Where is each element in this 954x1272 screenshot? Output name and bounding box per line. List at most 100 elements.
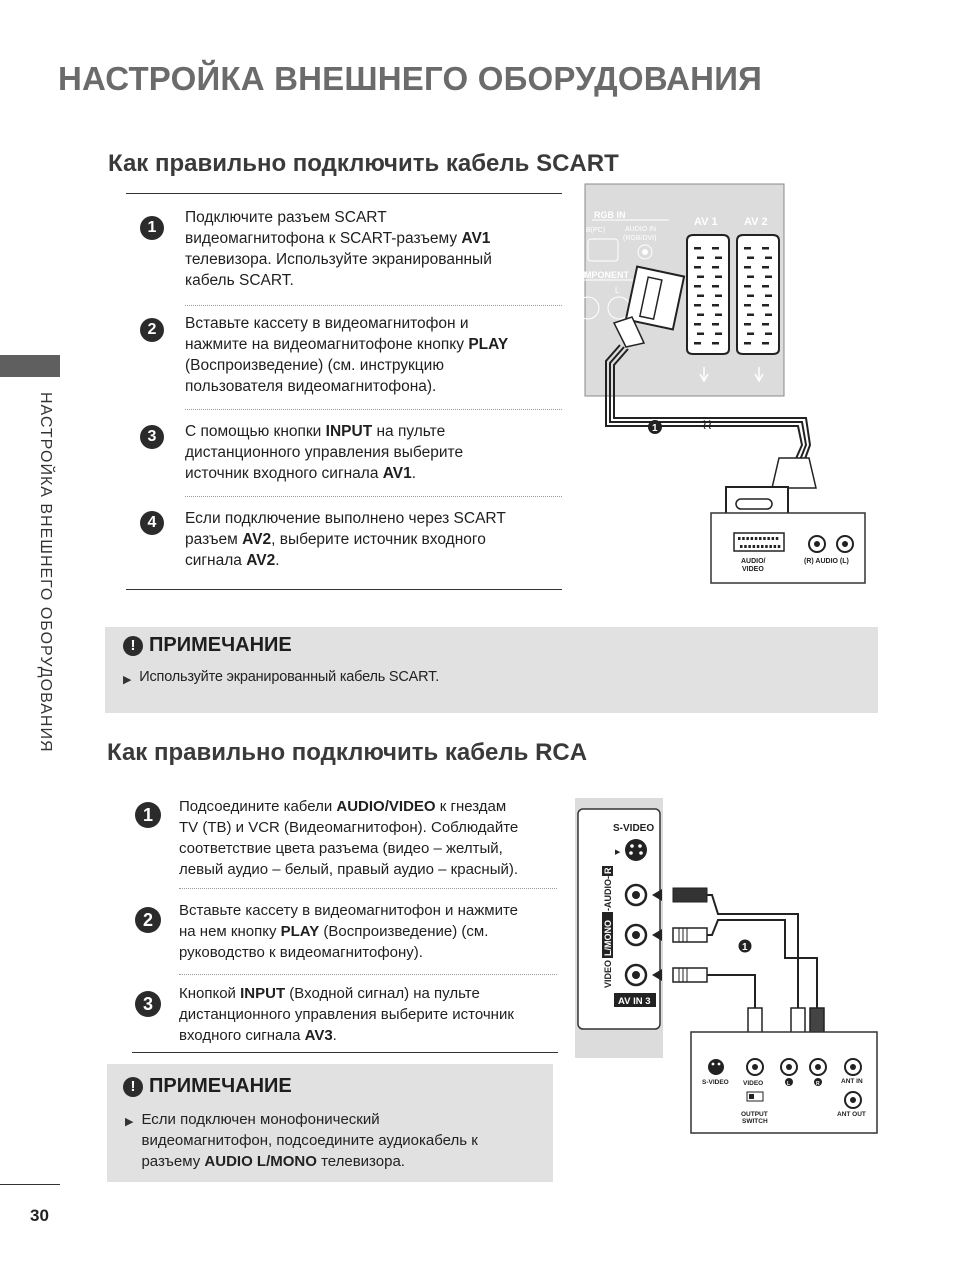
scart-pin xyxy=(756,545,760,548)
scart-section-title: Как правильно подключить кабель SCART xyxy=(108,150,619,177)
scart-pin xyxy=(694,304,701,307)
text-run: соответствие цвета разъема (видео – желт… xyxy=(179,840,503,857)
text-run: Подключите разъем SCART xyxy=(185,209,387,226)
scart-pin xyxy=(697,313,704,316)
side-section-label: НАСТРОЙКА ВНЕШНЕГО ОБОРУДОВАНИЯ xyxy=(37,392,54,753)
bold-term: AV2 xyxy=(246,552,276,569)
footer-rule xyxy=(0,1184,60,1185)
scart-pin xyxy=(754,537,758,540)
vcr-audio-video-label-2: VIDEO xyxy=(742,566,764,573)
text-run: Вставьте кассету в видеомагнитофон и наж… xyxy=(179,902,518,919)
scart-pin xyxy=(715,332,722,335)
scart-pin xyxy=(747,256,754,259)
scart-pin xyxy=(761,545,764,548)
scart-pin xyxy=(744,285,751,288)
scart-pin xyxy=(740,545,743,548)
text-run: пользователя видеомагнитофона). xyxy=(185,378,437,395)
page-number: 30 xyxy=(30,1206,49,1225)
scart-pin xyxy=(747,313,754,316)
text-run: телевизора. xyxy=(316,1153,405,1170)
bold-term: PLAY xyxy=(280,923,320,940)
rca-plugs-tv xyxy=(652,887,708,983)
scart-pin xyxy=(765,294,772,297)
text-run: Подсоедините кабели xyxy=(179,798,337,815)
scart-pin xyxy=(715,256,722,259)
text-run: Вставьте кассету в видеомагнитофон и xyxy=(185,315,469,332)
scart-pin xyxy=(748,545,751,548)
rca-note-heading: ! ПРИМЕЧАНИЕ xyxy=(123,1075,292,1098)
text-run: TV (ТВ) и VCR (Видеомагнитофон). Соблюда… xyxy=(179,819,519,836)
scart-pin xyxy=(712,304,719,307)
scart-pin xyxy=(744,545,747,548)
scart-pin xyxy=(744,304,751,307)
vcr-output-label: OUTPUT xyxy=(741,1111,768,1118)
scart-pin xyxy=(712,323,719,326)
vcr-scart-socket xyxy=(733,532,785,552)
tv-rca-jacks xyxy=(624,883,648,987)
rca-bottom-rule xyxy=(132,1052,558,1053)
bold-term: AV3 xyxy=(304,1027,333,1044)
divider xyxy=(179,974,557,975)
text-run: на пульте xyxy=(372,423,446,440)
tv-s-video-label: S-VIDEO xyxy=(613,823,654,834)
marker-1-icon xyxy=(738,939,752,953)
scart-plug-tv xyxy=(612,265,686,348)
scart-top-rule xyxy=(126,193,562,194)
scart-pin xyxy=(765,332,772,335)
scart-pin xyxy=(715,275,722,278)
side-tab-marker xyxy=(0,355,60,377)
text-run: (Входной сигнал) на пульте xyxy=(285,985,480,1002)
text-run: дистанционного управления выберите xyxy=(185,444,464,461)
scart-pin xyxy=(759,537,762,540)
tv-l-mono-label: L/MONO xyxy=(603,920,613,956)
scart-pin xyxy=(765,256,772,259)
tv-video-label: VIDEO xyxy=(603,960,613,988)
scart-step-2-number: 2 xyxy=(140,318,164,342)
scart-pin xyxy=(769,545,772,548)
scart-connection-diagram: RGB IN B(PC) AUDIO IN (RGB/DVI) MPONENT … xyxy=(584,183,866,584)
text-run: . xyxy=(332,1027,337,1044)
scart-note-text: Используйте экранированный кабель SCART. xyxy=(139,667,439,690)
scart-pin xyxy=(765,545,768,548)
divider xyxy=(185,496,562,497)
text-run: Используйте экранированный кабель SCART. xyxy=(139,669,440,685)
vcr-rear-panel xyxy=(690,1031,878,1134)
text-run: . xyxy=(275,552,280,569)
scart-pin xyxy=(738,537,741,540)
scart-note-heading: ! ПРИМЕЧАНИЕ xyxy=(123,634,292,657)
text-run: (Воспроизведение) (см. инструкцию xyxy=(185,357,444,374)
av2-label: AV 2 xyxy=(744,216,768,228)
text-run: , выберите источник входного xyxy=(271,531,486,548)
exclamation-icon: ! xyxy=(123,635,143,656)
scart-pin xyxy=(765,275,772,278)
scart-pin xyxy=(762,304,769,307)
scart-note-item: ▶ Используйте экранированный кабель SCAR… xyxy=(123,667,439,690)
text-run: левый аудио – белый, правый аудио – крас… xyxy=(179,861,519,878)
rca-step-2-number: 2 xyxy=(135,907,161,933)
svg-text:▶: ▶ xyxy=(615,849,621,856)
bold-term: INPUT xyxy=(240,985,286,1002)
rca-step-3-number: 3 xyxy=(135,991,161,1017)
tv-audio-label: -AUDIO- xyxy=(603,876,613,911)
scart-pin xyxy=(767,537,770,540)
scart-pin xyxy=(744,323,751,326)
text-run: дистанционного управления выберите источ… xyxy=(179,1006,514,1023)
bold-term: AV2 xyxy=(242,531,272,548)
av1-label: AV 1 xyxy=(694,216,718,228)
bold-term: PLAY xyxy=(468,336,509,353)
text-run: на нем кнопку xyxy=(179,923,281,940)
scart-pin xyxy=(715,294,722,297)
scart-pin xyxy=(762,247,769,250)
text-run: С помощью кнопки xyxy=(185,423,326,440)
av-in3-label: AV IN 3 xyxy=(618,996,651,1007)
scart-step-3-number: 3 xyxy=(140,425,164,449)
scart-marker-label: 1 xyxy=(652,423,658,434)
tv-r-label: R xyxy=(603,867,613,874)
scart-pin xyxy=(694,285,701,288)
bullet-triangle-icon: ▶ xyxy=(125,1116,134,1128)
av1-scart-socket xyxy=(686,234,730,355)
